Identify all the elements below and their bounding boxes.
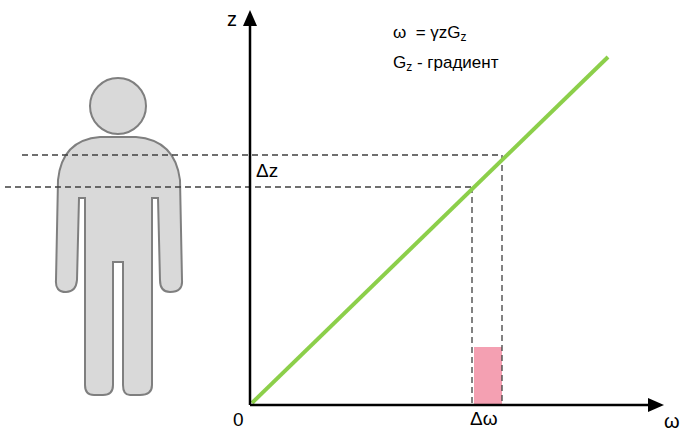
axes bbox=[243, 10, 664, 412]
formula: ω = γzG bbox=[393, 24, 461, 43]
gradient-line bbox=[252, 57, 608, 403]
formula-note: - градиент bbox=[412, 54, 498, 73]
dashed-guides bbox=[5, 155, 502, 405]
frequency-band bbox=[474, 347, 502, 405]
formula-symbol: G bbox=[393, 54, 406, 73]
subscript: z bbox=[461, 31, 467, 44]
dimension-label: Δz bbox=[254, 161, 280, 182]
axis-label: z bbox=[227, 8, 237, 30]
subscript: z bbox=[406, 61, 412, 74]
person-head bbox=[90, 78, 146, 134]
person-figure bbox=[56, 137, 182, 395]
axis-label: ω bbox=[664, 410, 680, 432]
origin-label: 0 bbox=[233, 410, 244, 431]
band-label: Δω bbox=[470, 409, 498, 430]
